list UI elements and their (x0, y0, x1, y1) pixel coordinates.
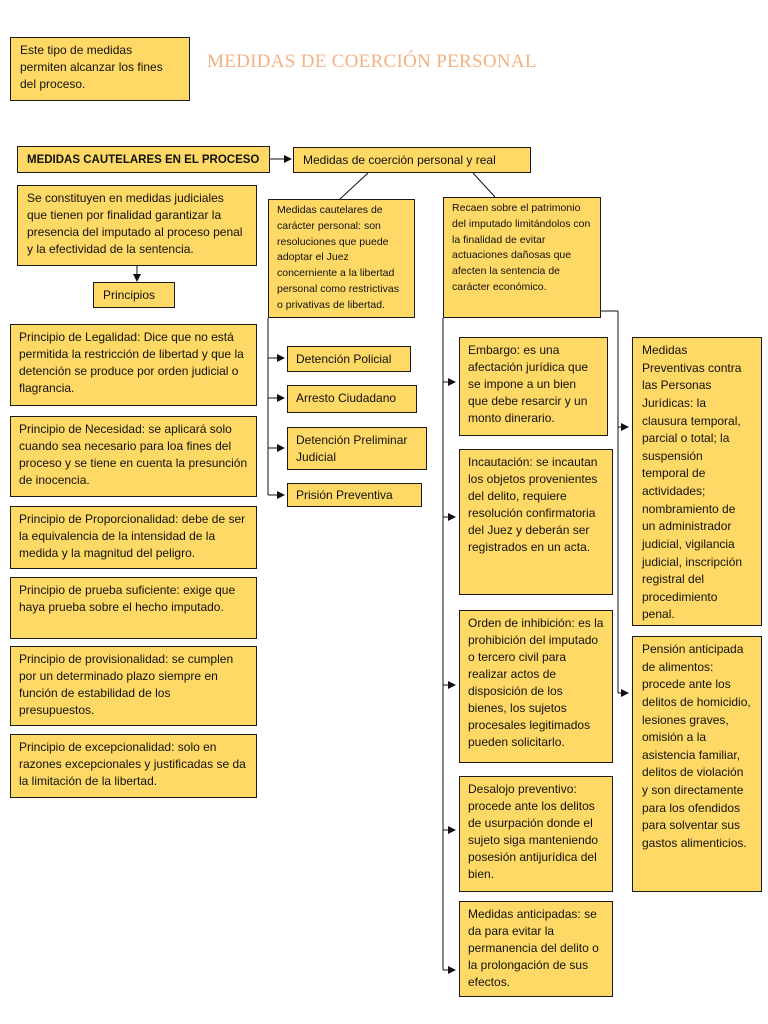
item-arresto-ciudadano: Arresto Ciudadano (287, 385, 417, 413)
item-desalojo-preventivo: Desalojo preventivo: procede ante los de… (459, 776, 613, 892)
principio-prueba-suficiente: Principio de prueba suficiente: exige qu… (10, 577, 257, 639)
real-desc: Recaen sobre el patrimonio del imputado … (443, 197, 601, 318)
item-detencion-preliminar: Detención Preliminar Judicial (287, 427, 427, 470)
line-coercion-to-real (472, 172, 496, 198)
principios-label: Principios (93, 282, 175, 308)
principio-proporcionalidad: Principio de Proporcionalidad: debe de s… (10, 506, 257, 569)
item-orden-inhibicion: Orden de inhibición: es la prohibición d… (459, 610, 613, 763)
intro-box: Este tipo de medidas permiten alcanzar l… (10, 37, 190, 101)
item-pension-anticipada: Pensión anticipada de alimentos: procede… (632, 636, 762, 892)
cautelares-desc: Se constituyen en medidas judiciales que… (17, 185, 257, 266)
cautelares-header: MEDIDAS CAUTELARES EN EL PROCESO (17, 146, 270, 173)
item-embargo: Embargo: es una afectación jurídica que … (459, 337, 608, 436)
item-incautacion: Incautación: se incautan los objetos pro… (459, 449, 613, 595)
item-prision-preventiva: Prisión Preventiva (287, 483, 422, 507)
principio-necesidad: Principio de Necesidad: se aplicará solo… (10, 416, 257, 497)
personal-desc: Medidas cautelares de carácter personal:… (268, 199, 415, 318)
item-detencion-policial: Detención Policial (287, 346, 411, 372)
item-personas-juridicas: Medidas Preventivas contra las Personas … (632, 337, 762, 626)
principio-excepcionalidad: Principio de excepcionalidad: solo en ra… (10, 734, 257, 798)
line-coercion-to-personal (339, 172, 369, 200)
principio-provisionalidad: Principio de provisionalidad: se cumplen… (10, 646, 257, 726)
principio-legalidad: Principio de Legalidad: Dice que no está… (10, 324, 257, 406)
coercion-header: Medidas de coerción personal y real (293, 147, 531, 173)
item-medidas-anticipadas: Medidas anticipadas: se da para evitar l… (459, 901, 613, 997)
page-title: MEDIDAS DE COERCIÓN PERSONAL (207, 51, 537, 72)
